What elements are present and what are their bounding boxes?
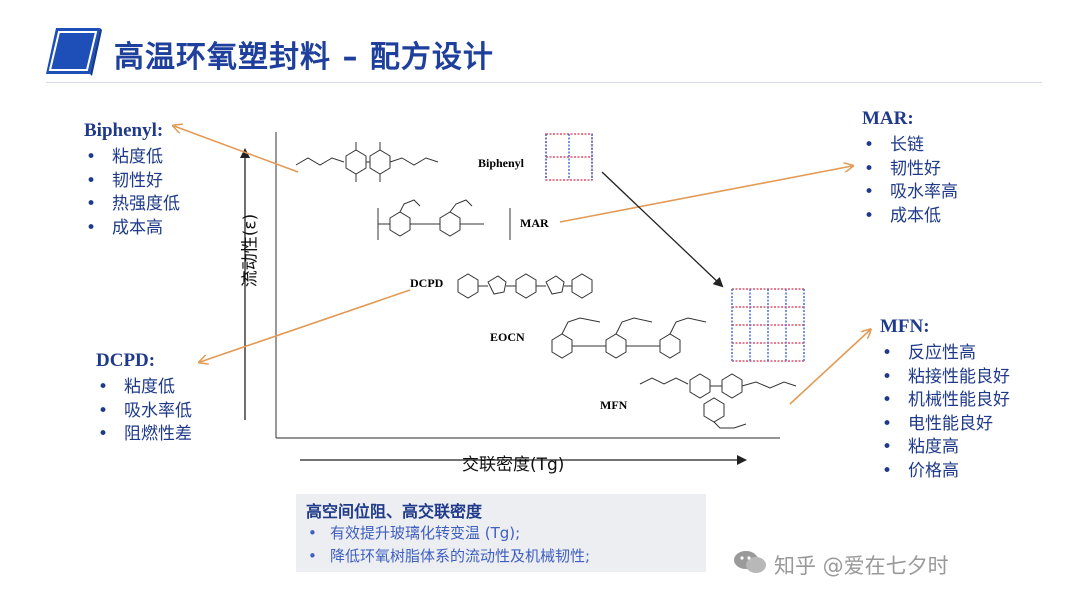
dcpd-properties: DCPD: 粘度低 吸水率低 阻燃性差 (96, 350, 192, 447)
mfn-structure-icon (639, 373, 797, 429)
mfn-label: MFN (600, 398, 628, 412)
watermark-text: 知乎 @爱在七夕时 (774, 554, 949, 578)
list-item: 吸水率低 (96, 400, 192, 424)
note-item: 有效提升玻璃化转变温 (Tg); (306, 522, 520, 543)
x-axis-label: 交联密度(Tg) (462, 455, 565, 475)
mfn-callout-arrow (789, 330, 870, 405)
list-item: 成本高 (84, 217, 180, 241)
biphenyl-label: Biphenyl (478, 156, 525, 170)
biphenyl-structure-icon (295, 142, 439, 182)
mar-heading: MAR: (862, 108, 914, 129)
biphenyl-properties: Biphenyl: 粘度低 韧性好 热强度低 成本高 (84, 120, 180, 240)
mfn-properties: MFN: 反应性高 粘接性能良好 机械性能良好 电性能良好 粘度高 价格高 (880, 316, 1010, 483)
list-item: 粘度低 (84, 146, 180, 170)
list-item: 长链 (862, 134, 958, 158)
list-item: 韧性好 (862, 158, 958, 182)
mar-properties: MAR: 长链 韧性好 吸水率高 成本低 (862, 108, 958, 228)
list-item: 粘接性能良好 (880, 366, 1010, 390)
book-logo-icon (46, 28, 102, 76)
dcpd-structure-icon (457, 273, 593, 299)
network-transition-arrow (601, 171, 724, 288)
list-item: 电性能良好 (880, 413, 1010, 437)
mfn-heading: MFN: (880, 316, 930, 337)
eocn-label: EOCN (490, 330, 525, 344)
header-divider (46, 82, 1042, 83)
mar-structure-icon (377, 199, 511, 240)
mar-label: MAR (520, 216, 549, 230)
list-item: 热强度低 (84, 193, 180, 217)
list-item: 反应性高 (880, 342, 1010, 366)
biphenyl-heading: Biphenyl: (84, 120, 164, 141)
list-item: 粘度低 (96, 376, 192, 400)
mar-callout-arrow (559, 166, 852, 223)
dense-network-icon (731, 288, 805, 362)
note-item: 降低环氧树脂体系的流动性及机械韧性; (306, 545, 590, 566)
note-title: 高空间位阻、高交联密度 (306, 502, 483, 521)
wechat-icon (734, 551, 766, 573)
dcpd-heading: DCPD: (96, 350, 156, 371)
list-item: 价格高 (880, 460, 1010, 484)
list-item: 阻燃性差 (96, 423, 192, 447)
list-item: 成本低 (862, 205, 958, 229)
y-axis-label: 流动性(ε) (240, 213, 261, 288)
page-title: 高温环氧塑封料 – 配方设计 (114, 40, 494, 75)
eocn-structure-icon (551, 317, 707, 359)
dcpd-label: DCPD (410, 276, 444, 290)
dcpd-callout-arrow (200, 289, 411, 362)
list-item: 韧性好 (84, 170, 180, 194)
list-item: 粘度高 (880, 436, 1010, 460)
biphenyl-callout-arrow (174, 126, 299, 173)
list-item: 机械性能良好 (880, 389, 1010, 413)
list-item: 吸水率高 (862, 181, 958, 205)
loose-network-icon (545, 133, 593, 181)
